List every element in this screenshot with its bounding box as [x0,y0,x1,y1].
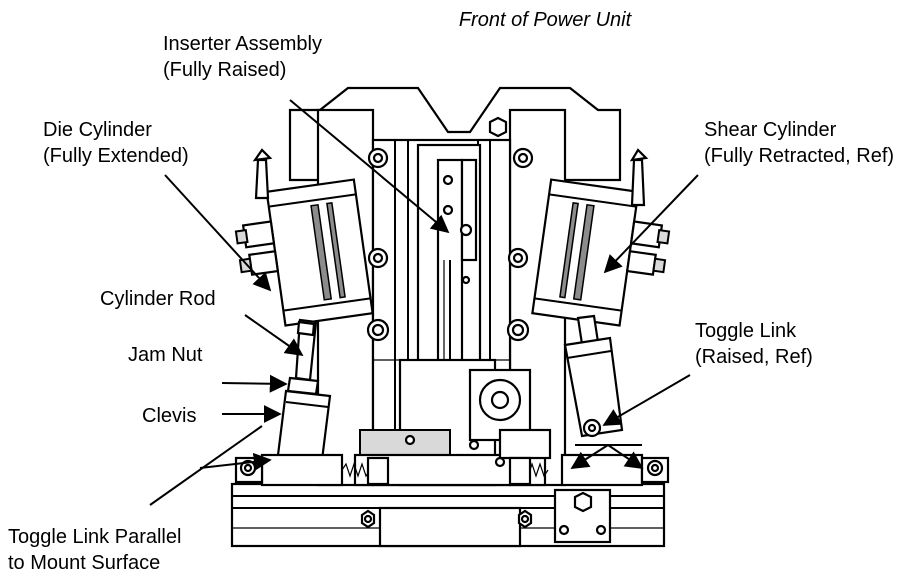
label-jam-nut: Jam Nut [128,344,203,366]
label-toggle-link-parallel-line1: Toggle Link Parallel [8,526,181,548]
diagram-title: Front of Power Unit [459,9,633,31]
label-inserter-assembly-line2: (Fully Raised) [163,59,286,81]
label-die-cylinder-line1: Die Cylinder [43,119,152,141]
die-cylinder-fitting [252,148,273,200]
label-die-cylinder-line2: (Fully Extended) [43,145,189,167]
right-toggle-block [508,453,670,544]
label-inserter-assembly-line1: Inserter Assembly [163,33,322,55]
label-toggle-link-line2: (Raised, Ref) [695,346,813,368]
machine-illustration [230,86,671,548]
shear-cylinder-fitting [629,148,649,207]
label-clevis: Clevis [142,405,196,427]
label-toggle-link-line1: Toggle Link [695,320,797,342]
cylinder-rod [294,318,318,382]
labels: Front of Power Unit Inserter Assembly (F… [8,9,894,574]
shear-cylinder [531,178,671,327]
leader-lines [149,99,699,506]
label-cylinder-rod: Cylinder Rod [100,288,216,310]
toggle-link [563,336,624,438]
left-toggle-block [234,453,390,487]
clevis [276,389,332,462]
die-cylinder [234,178,374,327]
label-toggle-link-parallel-line2: to Mount Surface [8,552,160,574]
label-shear-cylinder-line2: (Fully Retracted, Ref) [704,145,894,167]
label-shear-cylinder-line1: Shear Cylinder [704,119,837,141]
